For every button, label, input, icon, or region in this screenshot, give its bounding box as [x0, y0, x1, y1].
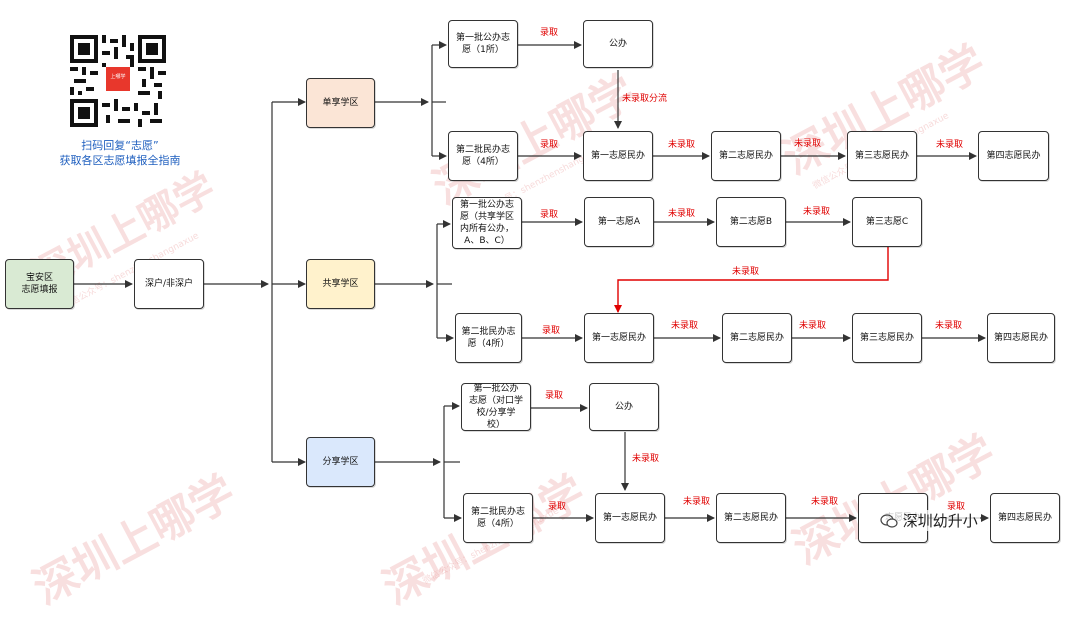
node-fen-district: 分享学区	[306, 437, 375, 487]
label-admit: 录取	[947, 502, 966, 512]
qr-code	[70, 35, 166, 127]
node-hukou: 深户/非深户	[134, 259, 204, 309]
label-not-admit: 未录取	[732, 267, 760, 277]
label-admit: 录取	[540, 140, 559, 150]
qr-caption-line1: 扫码回复“志愿”	[81, 139, 159, 152]
node-gong-private-3: 第三志愿民办	[852, 313, 922, 363]
node-dan-private-2: 第二志愿民办	[711, 131, 781, 181]
label-not-admit: 未录取	[803, 207, 831, 217]
label-admit: 录取	[548, 502, 567, 512]
node-dan-private-1: 第一志愿民办	[583, 131, 653, 181]
qr-caption-line2: 获取各区志愿填报全指南	[59, 154, 181, 167]
node-dan-district: 单享学区	[306, 78, 375, 128]
node-start: 宝安区 志愿填报	[5, 259, 74, 309]
node-dan-private-4: 第四志愿民办	[978, 131, 1049, 181]
brand-text: 深圳幼升小	[902, 512, 978, 530]
node-dan-private-3: 第三志愿民办	[847, 131, 917, 181]
flow-connectors	[74, 41, 989, 522]
qr-caption: 扫码回复“志愿” 获取各区志愿填报全指南	[30, 138, 210, 168]
label-not-admit: 未录取	[668, 140, 696, 150]
node-gong-choice-b: 第二志愿B	[716, 197, 786, 247]
node-gong-public-batch: 第一批公办志 愿（共享学区 内所有公办， A、B、C）	[452, 197, 522, 249]
label-not-admit: 未录取	[936, 140, 964, 150]
node-fen-public: 公办	[589, 383, 659, 431]
label-admit: 录取	[545, 391, 564, 401]
label-admit: 录取	[540, 28, 559, 38]
node-fen-private-batch: 第二批民办志 愿（4所）	[463, 493, 533, 543]
qr-logo-text: 上哪学	[110, 74, 126, 80]
node-gong-choice-a: 第一志愿A	[584, 197, 654, 247]
node-dan-public: 公办	[583, 20, 653, 68]
node-gong-private-2: 第二志愿民办	[722, 313, 792, 363]
label-not-admit: 未录取	[794, 139, 822, 149]
node-fen-private-2: 第二志愿民办	[716, 493, 786, 543]
label-not-admit: 未录取	[935, 321, 963, 331]
wechat-icon	[880, 514, 898, 528]
node-gong-choice-c: 第三志愿C	[852, 197, 922, 247]
label-not-admit: 未录取	[799, 321, 827, 331]
node-fen-private-1: 第一志愿民办	[595, 493, 665, 543]
node-gong-district: 共享学区	[306, 259, 375, 309]
node-dan-private-batch: 第二批民办志 愿（4所）	[448, 131, 518, 181]
label-admit: 录取	[540, 210, 559, 220]
label-not-admit: 未录取	[632, 454, 660, 464]
label-not-admit: 未录取	[811, 497, 839, 507]
label-admit: 录取	[542, 326, 561, 336]
label-not-admit: 未录取	[683, 497, 711, 507]
node-gong-private-batch: 第二批民办志 愿（4所）	[455, 313, 522, 363]
node-fen-public-batch: 第一批公办 志愿（对口学 校/分享学 校）	[461, 383, 531, 431]
node-gong-private-1: 第一志愿民办	[584, 313, 654, 363]
node-dan-public-batch: 第一批公办志 愿（1所）	[448, 20, 518, 68]
label-not-admit-split: 未录取分流	[622, 94, 668, 104]
node-gong-private-4: 第四志愿民办	[987, 313, 1055, 363]
label-not-admit: 未录取	[668, 209, 696, 219]
brand-overlay: 深圳幼升小	[878, 510, 980, 531]
node-fen-private-4: 第四志愿民办	[990, 493, 1060, 543]
label-not-admit: 未录取	[671, 321, 699, 331]
